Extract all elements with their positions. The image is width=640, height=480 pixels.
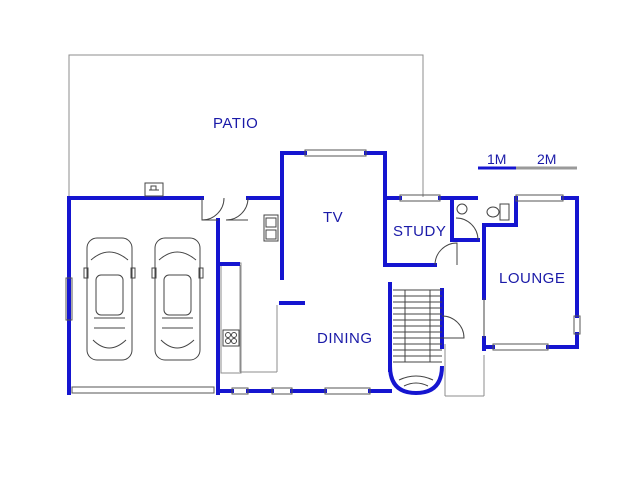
scale-label-1m: 1M	[487, 151, 506, 167]
patio-outline	[68, 54, 424, 198]
room-label-study: STUDY	[393, 223, 446, 240]
room-label-patio: PATIO	[213, 115, 258, 132]
walls	[67, 151, 579, 395]
room-label-lounge: LOUNGE	[499, 270, 565, 287]
stair	[393, 289, 442, 387]
car-icon	[83, 237, 136, 361]
scale-label-2m: 2M	[537, 151, 556, 167]
stove-icon	[222, 329, 240, 347]
interior-thin-lines	[220, 262, 485, 397]
room-label-tv: TV	[323, 209, 343, 226]
basin-icon	[456, 203, 468, 215]
bay-window	[388, 365, 444, 396]
room-label-dining: DINING	[317, 330, 373, 347]
door-swings	[201, 197, 485, 339]
scale-bar: 1M 2M	[478, 151, 577, 170]
braai-icon	[144, 182, 164, 197]
toilet-icon	[486, 203, 510, 221]
car-icon	[151, 237, 204, 361]
windows	[65, 149, 581, 395]
sink-icon	[263, 214, 279, 242]
